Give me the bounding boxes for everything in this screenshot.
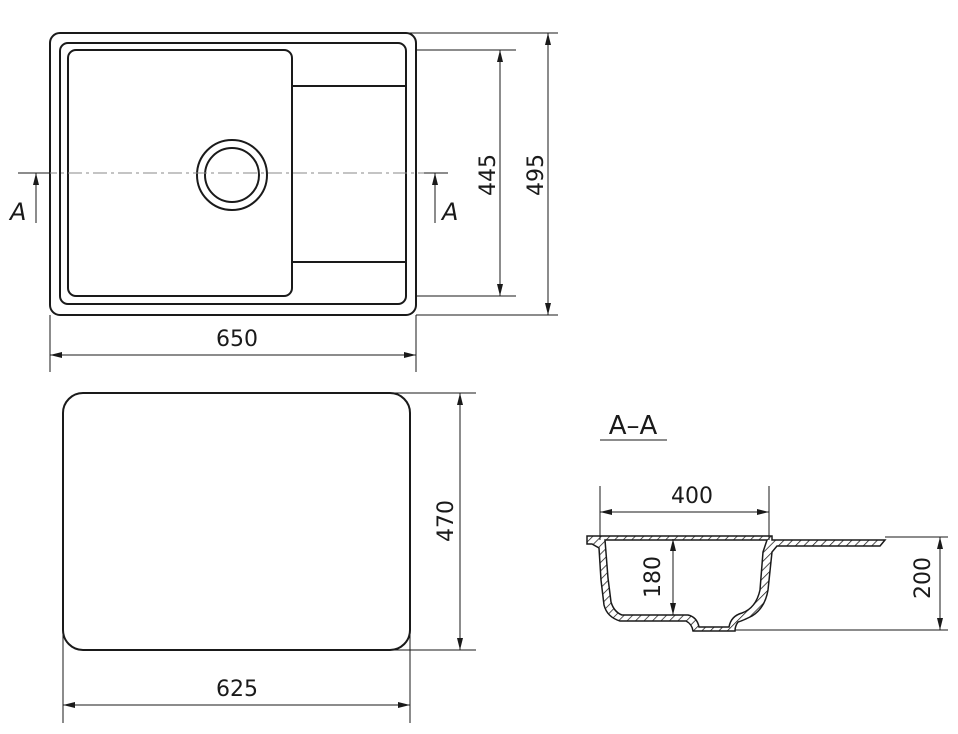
dim-180-label: 180 [641, 556, 666, 598]
cutout-view: 470 625 [62, 392, 476, 723]
dim-445-label: 445 [476, 154, 501, 196]
cutout-outline [62, 392, 411, 651]
sink-outer-rim [49, 32, 417, 316]
section-mark-right: A [440, 198, 458, 226]
dim-650-label: 650 [216, 327, 258, 352]
section-view: A–A 400 180 200 [586, 411, 948, 632]
dim-625-label: 625 [216, 677, 258, 702]
section-profile [586, 535, 887, 632]
top-view: A A 445 495 650 [8, 32, 558, 372]
dim-400-label: 400 [671, 484, 713, 509]
dim-200-label: 200 [911, 557, 936, 599]
section-title: A–A [609, 411, 658, 441]
drain-inner [204, 147, 260, 203]
drain-outer [196, 139, 268, 211]
dim-495-label: 495 [524, 154, 549, 196]
section-mark-left: A [8, 198, 26, 226]
dim-470-label: 470 [434, 500, 459, 542]
